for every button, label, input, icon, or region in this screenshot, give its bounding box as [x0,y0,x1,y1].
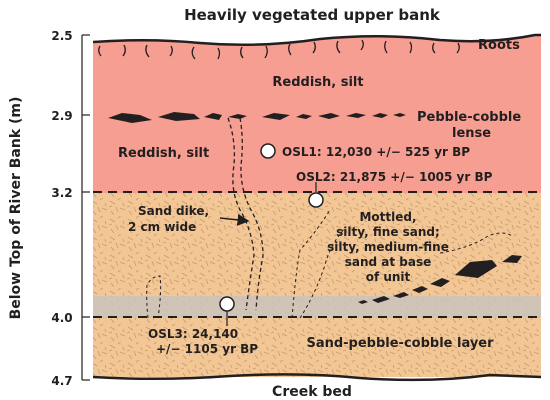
roots-label: Roots [478,38,520,53]
mottled-label-4: sand at base [345,255,432,269]
mottled-label-1: Mottled, [359,210,416,224]
reddish-silt-upper-label: Reddish, silt [272,75,363,90]
sand-dike [227,117,264,311]
osl2-label: OSL2: 21,875 +/− 1005 yr BP [296,170,493,184]
osl3-marker [219,296,235,326]
pebble-lense-lower [358,255,522,304]
ground-surface [92,33,541,47]
grey-band [93,296,541,318]
pebble-lense [108,112,406,123]
reddish-silt-lower-label: Reddish, silt [118,146,209,161]
roots [98,39,460,60]
y-tick-3-2: 3.2 [51,186,72,200]
bottom-label: Creek bed [272,384,352,400]
pebble-lense-label-1: Pebble-cobble [417,110,521,125]
fracture-lines [146,209,513,319]
osl3-label-2: +/− 1105 yr BP [156,342,258,356]
y-tick-4-7: 4.7 [51,374,72,388]
osl1-marker [260,143,276,159]
y-tick-4-0: 4.0 [51,311,72,325]
y-axis-label: Below Top of River Bank (m) [8,97,24,320]
pebble-lense-label-2: lense [452,126,491,141]
y-tick-2-5: 2.5 [51,29,72,43]
creek-bed-line [92,373,542,382]
top-title: Heavily vegetated upper bank [184,6,441,24]
sand-pebble-label: Sand-pebble-cobble layer [306,336,494,351]
mottled-label-3: silty, medium-fine [327,240,449,254]
silt-layer [93,35,541,193]
osl2-marker [308,182,324,208]
sand-dike-arrow [219,213,250,226]
sand-dike-label-1: Sand dike, [138,204,209,218]
y-tick-2-9: 2.9 [51,109,72,123]
mottled-label-5: of unit [366,270,411,284]
osl3-label-1: OSL3: 24,140 [148,327,238,341]
mottled-label-2: silty, fine sand; [336,225,440,239]
y-axis-ticks [82,34,90,381]
osl1-label: OSL1: 12,030 +/− 525 yr BP [282,145,470,159]
sand-dike-label-2: 2 cm wide [128,220,196,234]
